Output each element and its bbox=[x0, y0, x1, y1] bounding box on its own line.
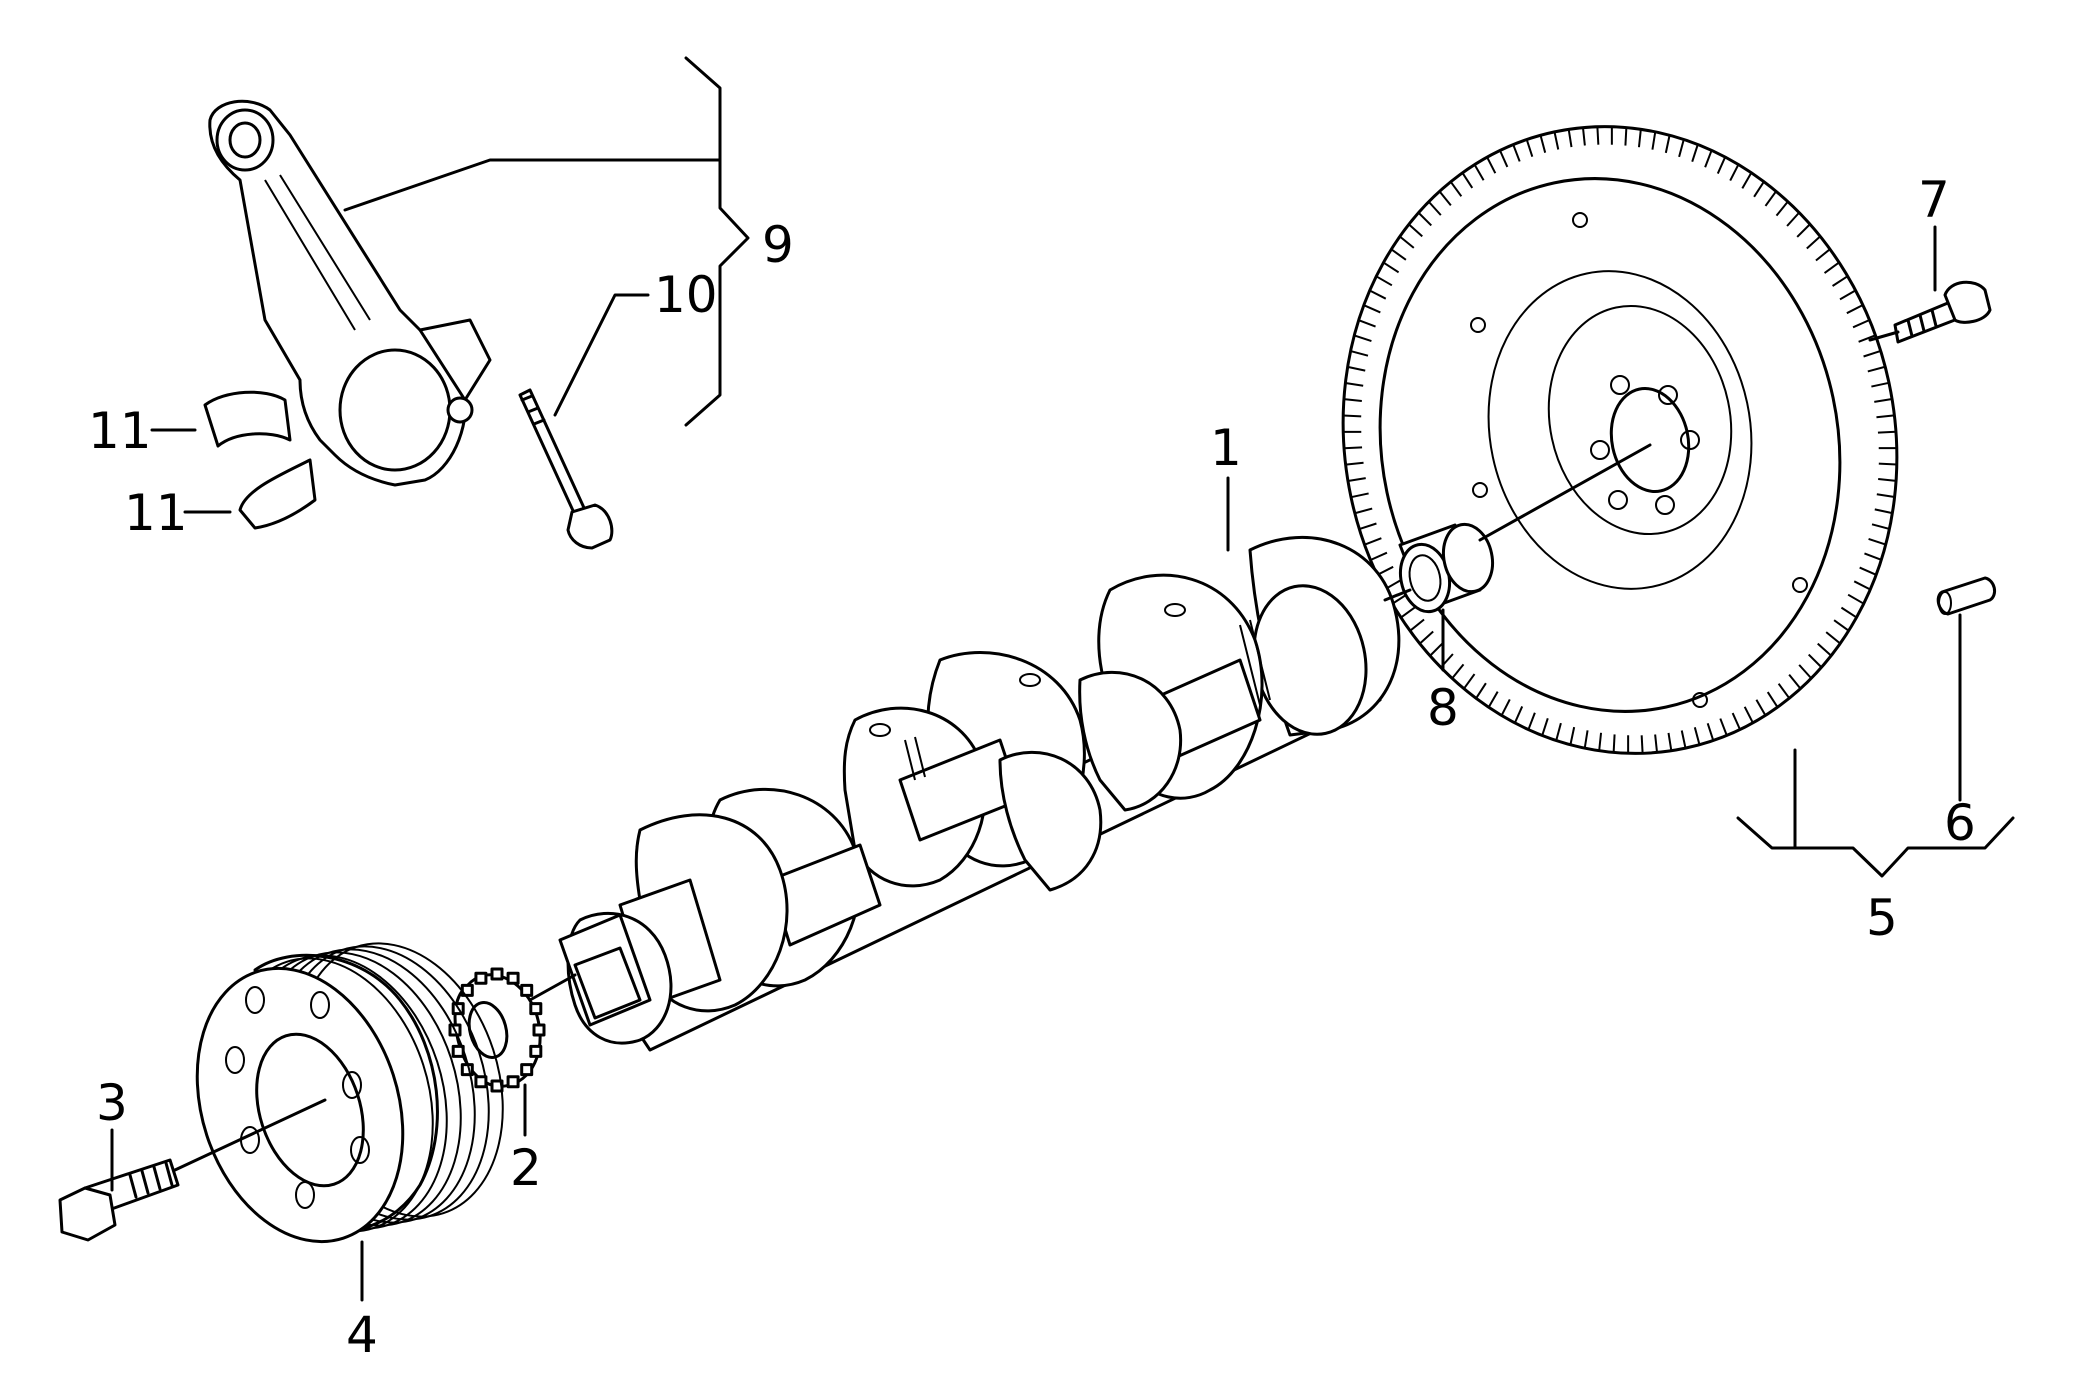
callout-labels: 1 2 3 4 5 6 7 8 9 10 11 11 bbox=[88, 171, 1976, 1364]
callout-10: 10 bbox=[654, 266, 718, 324]
callout-5: 5 bbox=[1866, 889, 1898, 947]
pulley-bolt[interactable] bbox=[58, 1158, 180, 1242]
connecting-rod-bolt[interactable] bbox=[518, 388, 614, 550]
leader-lines bbox=[110, 56, 2015, 1302]
needle-bearing[interactable] bbox=[1394, 520, 1498, 616]
connecting-rod[interactable] bbox=[208, 99, 492, 487]
callout-1: 1 bbox=[1210, 419, 1242, 477]
flywheel-bolt-holes bbox=[1470, 212, 1808, 708]
flywheel-bolt[interactable] bbox=[1893, 280, 1992, 344]
callout-2: 2 bbox=[510, 1139, 542, 1197]
bearing-shell-lower[interactable] bbox=[238, 458, 317, 530]
vibration-damper-pulley[interactable] bbox=[164, 917, 537, 1269]
dowel-pin[interactable] bbox=[1936, 576, 1997, 616]
callout-7: 7 bbox=[1918, 171, 1950, 229]
callout-4: 4 bbox=[346, 1306, 378, 1364]
callout-11-lower: 11 bbox=[124, 484, 188, 542]
bearing-shell-upper[interactable] bbox=[203, 390, 292, 448]
callout-8: 8 bbox=[1427, 679, 1459, 737]
crankshaft[interactable] bbox=[558, 535, 1401, 1052]
callout-6: 6 bbox=[1944, 794, 1976, 852]
callout-11-upper: 11 bbox=[88, 402, 152, 460]
flywheel[interactable] bbox=[1286, 75, 1955, 806]
crankshaft-sprocket[interactable] bbox=[448, 967, 546, 1093]
callout-3: 3 bbox=[96, 1074, 128, 1132]
pulley-holes bbox=[225, 986, 370, 1209]
callout-9: 9 bbox=[762, 216, 794, 274]
